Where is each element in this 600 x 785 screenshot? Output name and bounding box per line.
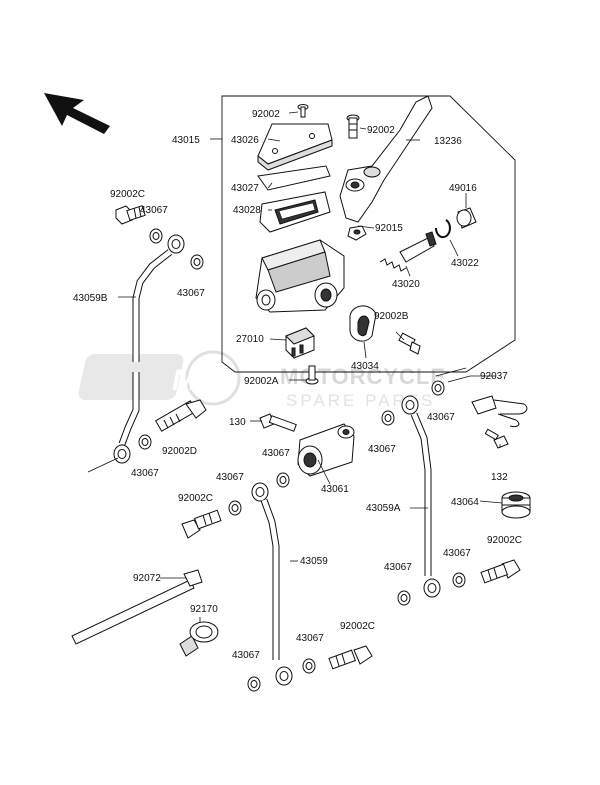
washer-right-bottom-drawing[interactable] xyxy=(452,572,466,588)
three-way-joint-drawing[interactable] xyxy=(297,423,355,477)
callout-banjo-bolt-bottom[interactable]: 92002C xyxy=(340,621,375,632)
switch-screw-drawing[interactable] xyxy=(305,365,319,385)
watermark-line1: MOTORCYCLE xyxy=(280,364,446,389)
callout-brake-lever[interactable]: 13236 xyxy=(434,136,462,147)
callout-circlip[interactable]: 43022 xyxy=(451,258,479,269)
callout-washer-bottom-left[interactable]: 43067 xyxy=(232,650,260,661)
watermark-line2: SPARE PARTS xyxy=(286,391,435,410)
grommet-drawing[interactable] xyxy=(501,491,531,519)
callout-plate[interactable]: 43027 xyxy=(231,183,259,194)
washer-right-lower-drawing[interactable] xyxy=(397,590,411,606)
banjo-bolt-left-drawing[interactable] xyxy=(181,509,222,539)
reservoir-cap-drawing[interactable] xyxy=(257,123,333,171)
brake-lever-drawing[interactable] xyxy=(339,95,433,223)
washer-center-lower-drawing[interactable] xyxy=(228,500,242,516)
callout-cable-tie[interactable]: 92072 xyxy=(133,573,161,584)
watermark: MSP MOTORCYCLE SPARE PARTS xyxy=(78,350,446,410)
callout-washer-center-right[interactable]: 43067 xyxy=(368,444,396,455)
boot-drawing[interactable] xyxy=(456,207,477,229)
hose-clamp-drawing[interactable] xyxy=(471,395,528,427)
diaphragm-drawing[interactable] xyxy=(259,191,331,233)
washer-right-upper-drawing[interactable] xyxy=(431,380,445,396)
callout-banjo-bolt-left[interactable]: 92002C xyxy=(178,493,213,504)
callout-reservoir-cap[interactable]: 43026 xyxy=(231,135,259,146)
washer-center-right-drawing[interactable] xyxy=(381,410,395,426)
callout-washer-hose-left[interactable]: 43067 xyxy=(177,288,205,299)
callout-nut[interactable]: 92015 xyxy=(375,223,403,234)
nut-drawing[interactable] xyxy=(347,225,367,241)
banjo-bolt-d-drawing[interactable] xyxy=(154,399,207,432)
callout-boot[interactable]: 49016 xyxy=(449,183,477,194)
master-cylinder-body-drawing[interactable] xyxy=(255,239,345,313)
callout-switch-screw[interactable]: 92002A xyxy=(244,376,279,387)
callout-master-cylinder-assy[interactable]: 43015 xyxy=(172,135,200,146)
watermark-logo-ring xyxy=(185,350,241,406)
callout-brake-hose-right[interactable]: 43059A xyxy=(366,503,401,514)
bolt-132-drawing[interactable] xyxy=(484,428,509,449)
callout-grommet[interactable]: 43064 xyxy=(451,497,479,508)
washer-upper-left-drawing[interactable] xyxy=(149,228,163,244)
holder-clamp-drawing[interactable] xyxy=(349,305,377,342)
clamp-bolt-drawing[interactable] xyxy=(398,332,421,355)
callout-screw-top[interactable]: 92002 xyxy=(252,109,280,120)
brake-hose-right-drawing[interactable] xyxy=(401,395,441,598)
callout-clamp-bolt[interactable]: 92002B xyxy=(374,311,409,322)
callout-banjo-bolt-d[interactable]: 92002D xyxy=(162,446,197,457)
circlip-drawing[interactable] xyxy=(434,219,451,239)
callout-washer-right-bottom[interactable]: 43067 xyxy=(384,562,412,573)
bolt-130-drawing[interactable] xyxy=(259,413,297,432)
callout-washer-center[interactable]: 43067 xyxy=(262,448,290,459)
clamp-92170-drawing[interactable] xyxy=(179,621,219,657)
callout-lever-pivot-bolt[interactable]: 92002 xyxy=(367,125,395,136)
callout-piston-kit[interactable]: 43020 xyxy=(392,279,420,290)
callout-three-way-joint[interactable]: 43061 xyxy=(321,484,349,495)
watermark-logo: MSP xyxy=(172,364,238,397)
cable-tie-drawing[interactable] xyxy=(71,569,203,645)
plate-drawing[interactable] xyxy=(257,165,331,191)
leader-lines xyxy=(87,111,503,622)
callout-bolt-132[interactable]: 132 xyxy=(491,472,508,483)
callout-brake-switch[interactable]: 27010 xyxy=(236,334,264,345)
callout-brake-hose-left[interactable]: 43059B xyxy=(73,293,108,304)
callout-holder-clamp[interactable]: 43034 xyxy=(351,361,379,372)
washer-center-drawing[interactable] xyxy=(276,472,290,488)
watermark-logo-badge xyxy=(78,354,184,400)
washer-lower-left-drawing[interactable] xyxy=(138,434,152,450)
piston-kit-drawing[interactable] xyxy=(379,231,437,272)
banjo-bolt-right-drawing[interactable] xyxy=(480,559,521,584)
banjo-bolt-upper-left-drawing[interactable] xyxy=(115,205,146,225)
callout-washer-lower-left[interactable]: 43067 xyxy=(131,468,159,479)
callout-washer-right-lower[interactable]: 43067 xyxy=(443,548,471,559)
assembly-group-outline xyxy=(221,95,516,373)
callout-washer-right-upper[interactable]: 43067 xyxy=(427,412,455,423)
brake-hose-left-drawing[interactable] xyxy=(113,234,185,464)
part-labels: 92002 92002 43015 43026 13236 43027 9200… xyxy=(73,109,522,661)
callout-clamp-92170[interactable]: 92170 xyxy=(190,604,218,615)
callout-hose-clamp[interactable]: 92037 xyxy=(480,371,508,382)
lever-pivot-bolt-drawing[interactable] xyxy=(346,114,360,139)
callout-washer-upper-left[interactable]: 43067 xyxy=(140,205,168,216)
callout-banjo-bolt-upper-left[interactable]: 92002C xyxy=(110,189,145,200)
washer-hose-left-drawing[interactable] xyxy=(190,254,204,270)
screw-top-drawing[interactable] xyxy=(297,104,309,118)
washer-bottom-left-drawing[interactable] xyxy=(247,676,261,692)
banjo-bolt-bottom-drawing[interactable] xyxy=(328,645,373,670)
front-arrow-icon xyxy=(44,93,110,134)
washer-bottom-center-drawing[interactable] xyxy=(302,658,316,674)
callout-bolt-130[interactable]: 130 xyxy=(229,417,246,428)
callout-washer-center-lower[interactable]: 43067 xyxy=(216,472,244,483)
brake-switch-drawing[interactable] xyxy=(285,327,315,359)
callout-brake-hose-center[interactable]: 43059 xyxy=(300,556,328,567)
callout-washer-bottom-center[interactable]: 43067 xyxy=(296,633,324,644)
brake-hose-center-drawing[interactable] xyxy=(251,482,293,686)
callout-banjo-bolt-right[interactable]: 92002C xyxy=(487,535,522,546)
callout-diaphragm[interactable]: 43028 xyxy=(233,205,261,216)
